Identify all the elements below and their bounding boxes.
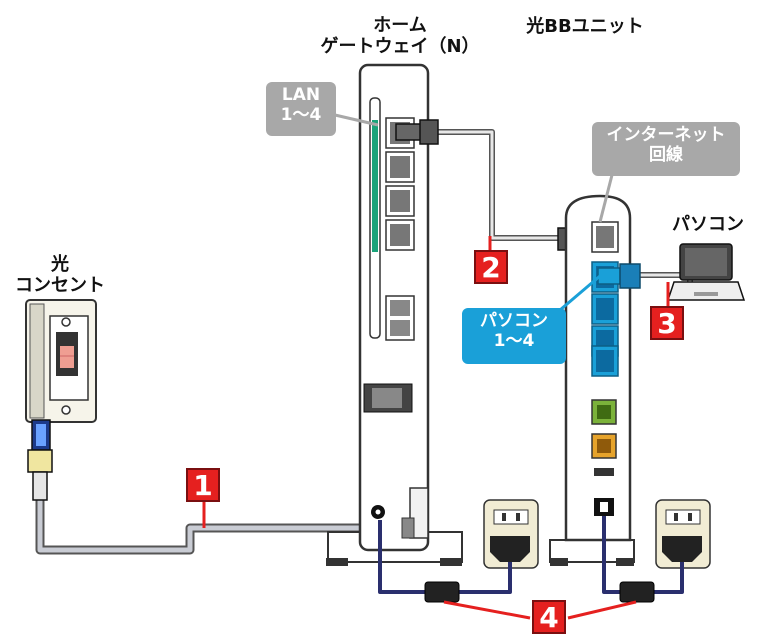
step-1-badge: 1 bbox=[186, 468, 220, 502]
internet-callout: インターネット 回線 bbox=[592, 122, 740, 176]
home-gateway bbox=[326, 63, 463, 566]
laptop-label: パソコン bbox=[672, 214, 744, 235]
hikari-bb-unit bbox=[549, 194, 635, 566]
step-3-badge: 3 bbox=[650, 306, 684, 340]
optical-outlet-label-line2: コンセント bbox=[15, 274, 105, 296]
pc-port-callout-line2: 1〜4 bbox=[493, 330, 535, 351]
optical-outlet-label-line1: 光 bbox=[51, 254, 69, 275]
lan-callout: LAN 1〜4 bbox=[266, 82, 336, 136]
lan-callout-line1: LAN bbox=[281, 85, 321, 105]
laptop bbox=[666, 243, 746, 301]
pc-plug bbox=[597, 263, 641, 289]
home-gateway-label: ホーム ゲートウェイ（N） bbox=[305, 15, 495, 57]
home-gateway-label-line1: ホーム bbox=[373, 15, 427, 36]
power-adapter-gateway bbox=[424, 581, 460, 603]
callout-pointers bbox=[334, 113, 614, 223]
home-gateway-label-line2: ゲートウェイ（N） bbox=[320, 35, 480, 57]
optical-outlet bbox=[25, 299, 97, 501]
power-adapter-unit bbox=[619, 581, 655, 603]
power-outlet-gateway bbox=[483, 499, 539, 569]
pc-port-callout: パソコン 1〜4 bbox=[462, 308, 566, 364]
lan-callout-line2: 1〜4 bbox=[280, 104, 322, 125]
pc-callout-pointer bbox=[559, 274, 601, 312]
optical-outlet-label: 光 コンセント bbox=[5, 254, 115, 296]
internet-callout-line1: インターネット bbox=[606, 125, 726, 145]
pc-port-callout-line1: パソコン bbox=[480, 311, 548, 331]
step-pointers bbox=[202, 236, 670, 620]
power-outlet-unit bbox=[655, 499, 711, 569]
internet-callout-line2: 回線 bbox=[649, 144, 683, 165]
lan-plug-gateway bbox=[395, 119, 439, 145]
lan-strip bbox=[372, 120, 378, 252]
lan-cable bbox=[436, 129, 560, 241]
step-2-badge: 2 bbox=[474, 250, 508, 284]
hikari-bb-unit-label: 光BBユニット bbox=[526, 16, 644, 37]
step-4-badge: 4 bbox=[532, 600, 566, 634]
